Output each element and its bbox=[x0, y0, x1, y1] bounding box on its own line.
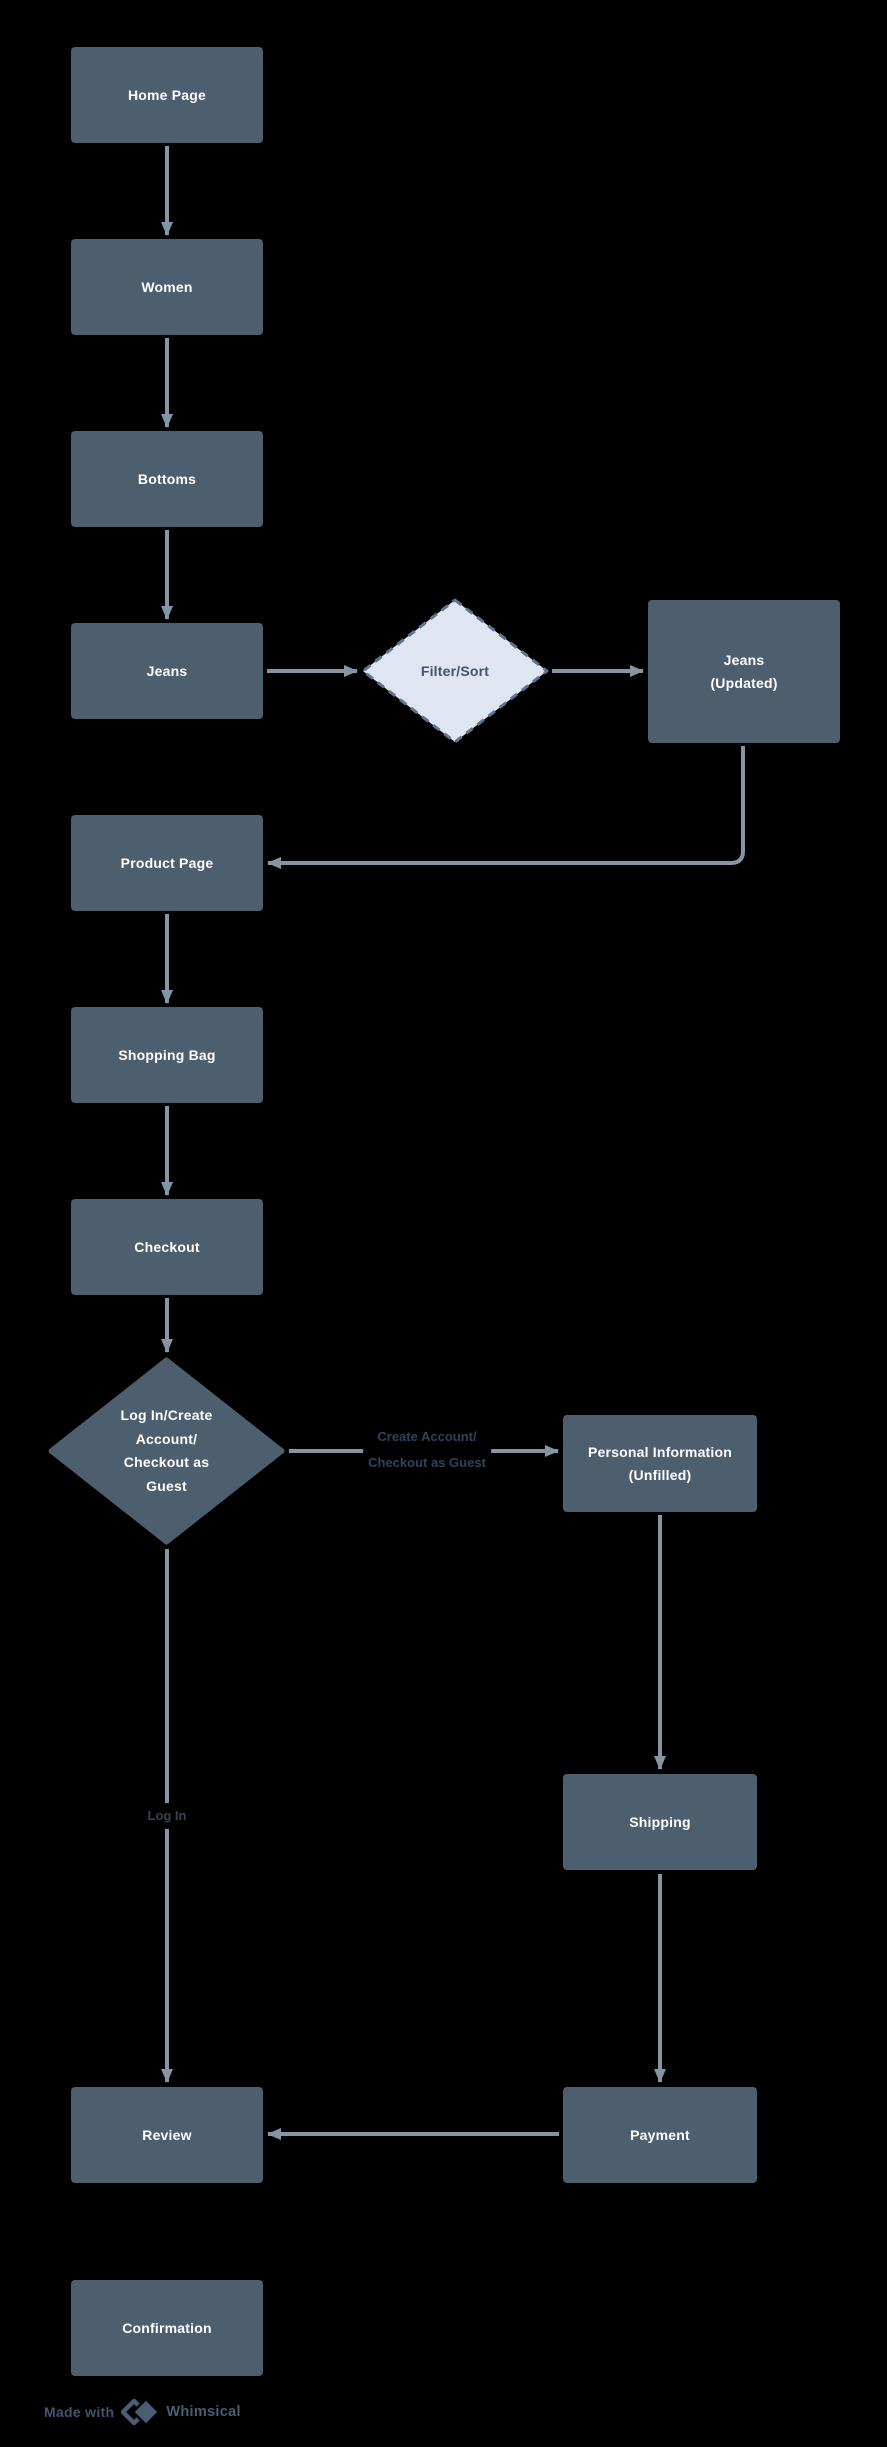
edge-label-log-in[interactable]: Log In bbox=[142, 1803, 192, 1829]
node-checkout[interactable]: Checkout bbox=[71, 1199, 263, 1295]
node-label: Jeans bbox=[146, 662, 188, 679]
node-label: Log In/Create Account/ Checkout as Guest bbox=[120, 1407, 213, 1494]
node-confirmation[interactable]: Confirmation bbox=[71, 2280, 263, 2376]
node-home-page[interactable]: Home Page bbox=[71, 47, 263, 143]
node-label: Review bbox=[142, 2126, 192, 2143]
edge-jeans-updated-to-product-page[interactable] bbox=[267, 746, 745, 869]
node-label: Bottoms bbox=[137, 470, 197, 487]
node-label: Confirmation bbox=[122, 2319, 212, 2336]
node-product-page[interactable]: Product Page bbox=[71, 815, 263, 911]
node-women[interactable]: Women bbox=[71, 239, 263, 335]
node-personal-information[interactable]: Personal Information (Unfilled) bbox=[563, 1415, 757, 1512]
node-label: Checkout bbox=[134, 1238, 200, 1255]
node-shopping-bag[interactable]: Shopping Bag bbox=[71, 1007, 263, 1103]
node-shipping[interactable]: Shipping bbox=[563, 1774, 757, 1870]
node-jeans-updated[interactable]: Jeans (Updated) bbox=[648, 600, 840, 743]
node-label: Women bbox=[141, 278, 193, 295]
made-with-text: Made with bbox=[44, 2404, 115, 2420]
node-login-decision[interactable]: Log In/Create Account/ Checkout as Guest bbox=[48, 1357, 285, 1545]
node-label: Filter/Sort bbox=[420, 663, 490, 679]
whimsical-brand-text: Whimsical bbox=[166, 2404, 241, 2420]
node-label: Product Page bbox=[120, 854, 214, 871]
node-label-line: (Unfilled) bbox=[628, 1466, 692, 1483]
node-label-line: Jeans bbox=[723, 651, 765, 668]
edge-label-create-account[interactable]: Create Account/ Checkout as Guest bbox=[363, 1424, 491, 1476]
node-filter-sort[interactable]: Filter/Sort bbox=[360, 597, 550, 745]
node-label-line: Personal Information bbox=[587, 1443, 733, 1460]
node-label: Shipping bbox=[629, 1813, 691, 1830]
diamond-shape bbox=[48, 1357, 285, 1545]
whimsical-attribution[interactable]: Made with Whimsical bbox=[44, 2396, 241, 2428]
node-review[interactable]: Review bbox=[71, 2087, 263, 2183]
node-payment[interactable]: Payment bbox=[563, 2087, 757, 2183]
node-label: Home Page bbox=[127, 86, 207, 103]
node-jeans[interactable]: Jeans bbox=[71, 623, 263, 719]
whimsical-logo-icon bbox=[121, 2397, 160, 2427]
diamond-shape bbox=[361, 598, 549, 744]
node-label: Shopping Bag bbox=[118, 1046, 216, 1063]
node-bottoms[interactable]: Bottoms bbox=[71, 431, 263, 527]
node-label: Payment bbox=[630, 2126, 690, 2143]
node-label-line: (Updated) bbox=[710, 674, 778, 691]
